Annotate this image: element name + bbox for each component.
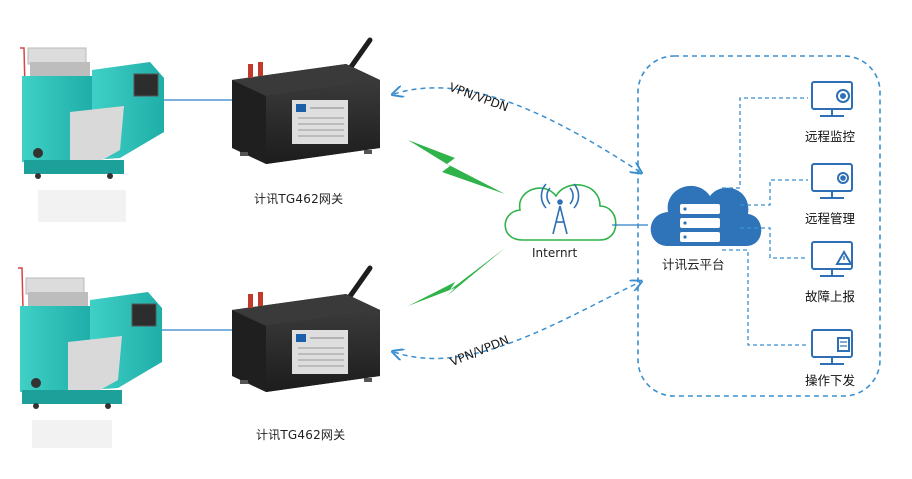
function-branch-links <box>722 97 808 346</box>
wireless-signal-icon <box>408 248 505 306</box>
cloud-platform-label: 计讯云平台 <box>662 257 725 272</box>
wireless-signal-icon <box>408 140 505 194</box>
monitor-warning-icon <box>811 241 853 277</box>
vpn-link-top <box>394 88 640 172</box>
signal-tower-icon <box>540 183 580 235</box>
monitor-document-icon <box>811 329 853 365</box>
monitor-gear-icon <box>811 163 853 199</box>
gateway-device-top <box>232 37 380 164</box>
function-label-remote-monitoring: 远程监控 <box>805 129 856 144</box>
function-label-fault-reporting: 故障上报 <box>805 289 856 304</box>
monitor-eye-icon <box>811 81 853 117</box>
cloud-platform-frame <box>637 55 881 397</box>
function-label-remote-management: 远程管理 <box>805 211 856 226</box>
gateway-label-bottom: 计讯TG462网关 <box>256 428 346 442</box>
gateway-device-bottom <box>232 265 380 392</box>
gateway-label-top: 计讯TG462网关 <box>254 192 344 206</box>
internet-cloud <box>504 183 617 241</box>
color-sorter-machine-top <box>20 47 164 222</box>
color-sorter-machine-bottom <box>18 267 162 448</box>
vpn-link-bottom <box>394 282 640 358</box>
function-label-operation-dispatch: 操作下发 <box>805 373 856 388</box>
internet-label: Internrt <box>532 246 578 260</box>
cloud-server-icon <box>650 185 762 246</box>
